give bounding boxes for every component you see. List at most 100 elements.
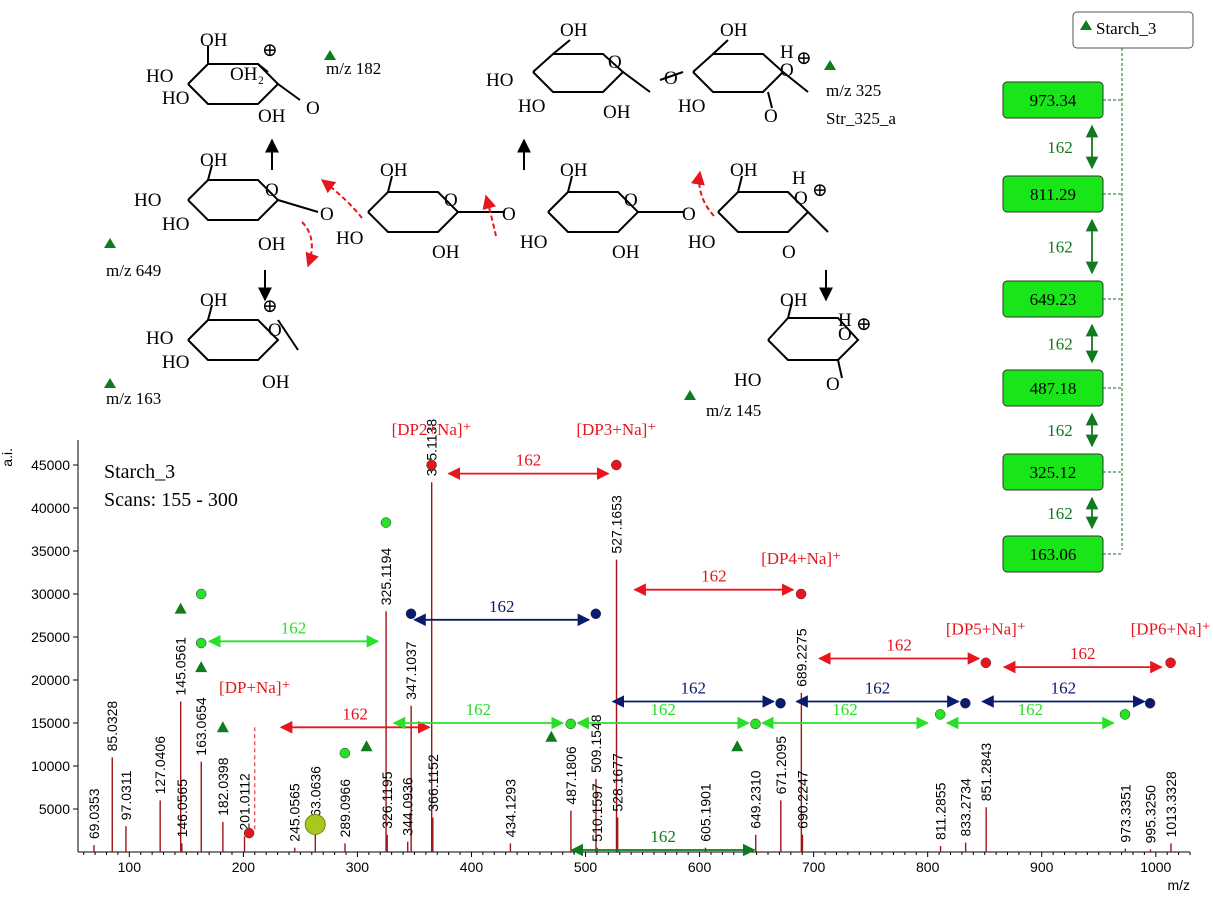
peak-label: 690.2247 — [794, 770, 810, 829]
svg-text:HO: HO — [134, 190, 161, 211]
y-tick-label: 10000 — [31, 758, 70, 774]
svg-text:OH₂: OH₂ — [230, 64, 264, 85]
cleavage-arrow-icon — [320, 179, 363, 219]
svg-text:H: H — [838, 310, 852, 331]
series-arrow-label: 162 — [489, 597, 515, 616]
x-tick-label: 500 — [574, 859, 598, 875]
svg-text:O: O — [826, 374, 840, 395]
circle-marker — [405, 608, 417, 620]
ladder-value: 811.29 — [1030, 185, 1076, 204]
svg-text:HO: HO — [518, 96, 545, 117]
svg-text:O: O — [838, 324, 852, 345]
svg-text:O: O — [608, 52, 622, 73]
peak-label: 366.1152 — [425, 754, 441, 812]
series-arrow-label: 162 — [466, 700, 492, 719]
y-tick-label: 45000 — [31, 457, 70, 473]
circle-marker — [775, 697, 786, 709]
svg-text:O: O — [664, 68, 678, 89]
ladder-value: 325.12 — [1030, 463, 1077, 482]
fragment-163-ring — [187, 304, 299, 361]
oligosaccharide-structure-diagram — [187, 39, 860, 379]
series-arrow-label: 162 — [1070, 644, 1096, 663]
ladder-step-label: 162 — [1047, 138, 1073, 157]
peak-label: 605.1901 — [697, 783, 713, 842]
series-arrow-label: 162 — [516, 451, 542, 470]
ladder-value: 973.34 — [1030, 91, 1077, 110]
svg-text:OH: OH — [780, 290, 808, 311]
series-arrow-label: 162 — [1051, 679, 1077, 698]
svg-text:HO: HO — [162, 214, 189, 235]
circle-marker — [1144, 697, 1156, 709]
svg-text:HO: HO — [486, 70, 513, 91]
x-tick-label: 100 — [118, 859, 142, 875]
circle-marker — [195, 588, 207, 600]
peak-label: 851.2843 — [978, 743, 994, 802]
y-tick-label: 20000 — [31, 672, 70, 688]
peak-label: 182.0398 — [215, 757, 231, 816]
svg-text:⊕: ⊕ — [796, 48, 812, 69]
circle-marker — [243, 827, 255, 839]
series-arrow-label: 162 — [342, 704, 368, 723]
structure-label-mz163: m/z 163 — [106, 389, 161, 408]
peak-label: 326.1195 — [379, 771, 395, 829]
series-arrow-label: 162 — [650, 827, 676, 846]
peak-labels-layer: 69.035385.032897.0311127.0406145.0561146… — [86, 419, 1179, 844]
peak-label: 263.0636 — [307, 766, 323, 825]
y-tick-label: 35000 — [31, 543, 70, 559]
peak-label: 487.1806 — [563, 746, 579, 805]
svg-text:HO: HO — [336, 228, 363, 249]
circle-marker — [795, 588, 807, 600]
svg-text:OH: OH — [730, 160, 758, 181]
svg-text:⊕: ⊕ — [262, 40, 278, 61]
circle-marker — [960, 697, 971, 709]
svg-text:HO: HO — [162, 88, 189, 109]
ion-label: [DP3+Na]⁺ — [576, 420, 656, 439]
series-arrow-label: 162 — [650, 700, 676, 719]
main-chain-rings — [187, 164, 829, 233]
svg-text:OH: OH — [380, 160, 408, 181]
svg-text:OH: OH — [200, 150, 228, 171]
x-tick-label: 700 — [802, 859, 826, 875]
svg-text:O: O — [306, 98, 320, 119]
peak-label: 127.0406 — [152, 736, 168, 795]
peak-label: 973.3351 — [1117, 784, 1133, 843]
ladder-step-label: 162 — [1047, 238, 1073, 257]
svg-text:O: O — [780, 60, 794, 81]
x-tick-label: 900 — [1030, 859, 1054, 875]
triangle-marker-icon — [324, 50, 336, 60]
peak-label: 344.0936 — [400, 777, 416, 836]
ion-labels-layer: [DP+Na]⁺[DP2+Na]⁺[DP3+Na]⁺[DP4+Na]⁺[DP5+… — [219, 420, 1211, 697]
fragment-182-ring — [187, 46, 301, 105]
fragment-145-ring — [767, 301, 860, 379]
circle-marker — [750, 718, 761, 730]
series-arrow-label: 162 — [865, 679, 891, 698]
svg-text:O: O — [624, 190, 638, 211]
ion-label: [DP+Na]⁺ — [219, 678, 290, 697]
triangle-marker — [216, 721, 229, 733]
svg-text:OH: OH — [258, 106, 286, 127]
svg-text:OH: OH — [258, 234, 286, 255]
circle-marker — [934, 709, 946, 720]
ladder-panel: Starch_3 973.34811.29649.23487.18325.121… — [1002, 11, 1194, 573]
triangle-marker — [545, 730, 558, 742]
x-tick-label: 1000 — [1140, 859, 1171, 875]
cleavage-arrow-icon — [691, 170, 715, 217]
ion-label: [DP6+Na]⁺ — [1131, 619, 1211, 638]
peak-label: 325.1194 — [378, 548, 394, 606]
y-tick-label: 40000 — [31, 500, 70, 516]
ladder-step-label: 162 — [1047, 335, 1073, 354]
markers-layer — [174, 459, 1176, 839]
circle-marker — [1119, 709, 1131, 720]
series-arrow-label: 162 — [1018, 700, 1044, 719]
circle-marker — [1165, 657, 1176, 669]
ion-label: [DP2+Na]⁺ — [392, 420, 472, 439]
peak-label: 245.0565 — [287, 783, 303, 842]
peak-label: 145.0561 — [173, 637, 189, 696]
ladder-legend-box — [1072, 11, 1194, 49]
triangle-marker — [174, 602, 187, 614]
svg-text:HO: HO — [734, 370, 761, 391]
structure-label-mz145: m/z 145 — [706, 401, 761, 420]
